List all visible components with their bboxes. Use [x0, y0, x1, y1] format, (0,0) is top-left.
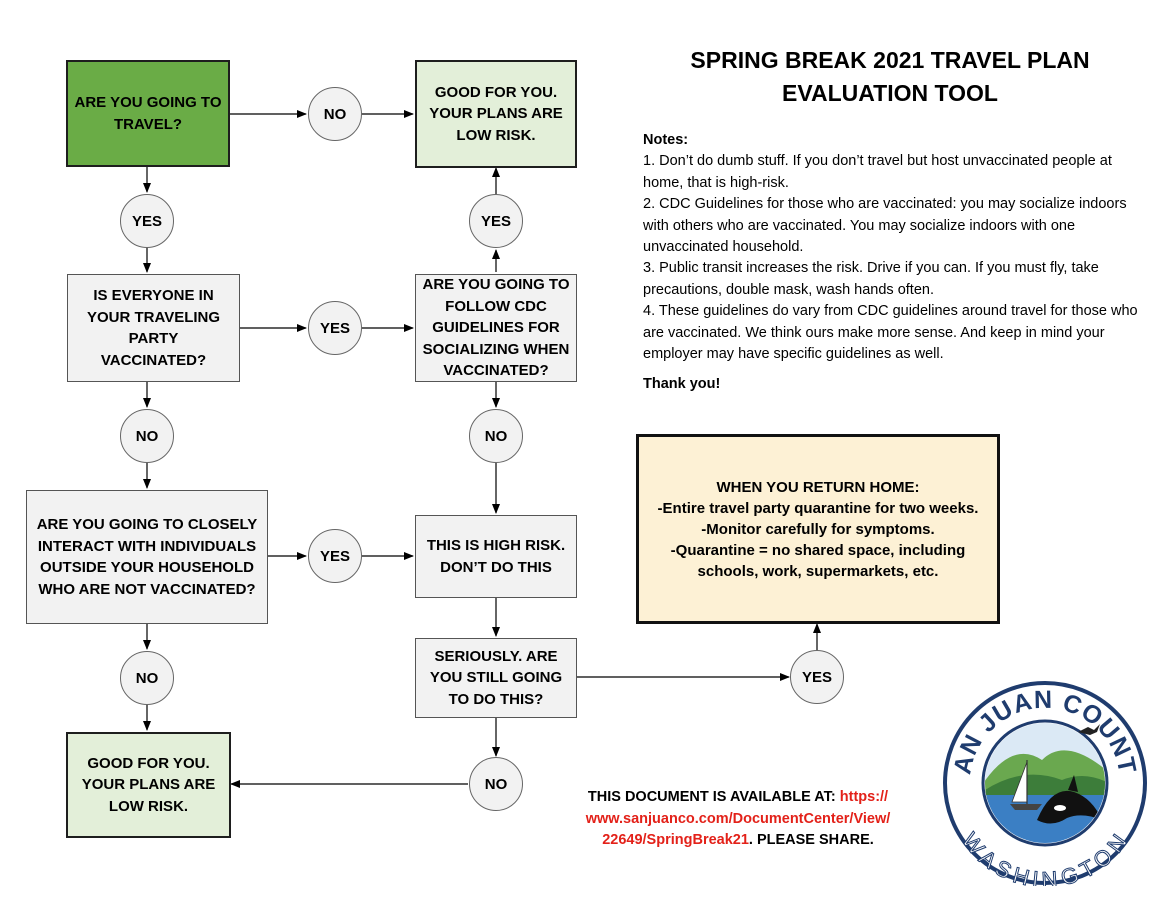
- node-vaccinated-text: IS EVERYONE IN YOUR TRAVELING PARTY VACC…: [86, 287, 221, 369]
- page-title: SPRING BREAK 2021 TRAVEL PLAN EVALUATION…: [690, 47, 1090, 106]
- answer-seriously-no: NO: [469, 757, 523, 811]
- note-item: 4. These guidelines do vary from CDC gui…: [643, 303, 1138, 363]
- county-seal-logo: SAN JUAN COUNTY WASHINGTON: [942, 680, 1147, 886]
- answer-seriously-yes: YES: [790, 650, 844, 704]
- share-text: THIS DOCUMENT IS AVAILABLE AT: https:// …: [548, 787, 928, 852]
- answer-travel-no: NO: [308, 87, 362, 141]
- node-cdc-guidelines-text: ARE YOU GOING TO FOLLOW CDC GUIDELINES F…: [422, 276, 570, 380]
- node-seriously: SERIOUSLY. ARE YOU STILL GOING TO DO THI…: [415, 638, 577, 718]
- node-high-risk: THIS IS HIGH RISK. DON’T DO THIS: [415, 515, 577, 598]
- answer-travel-yes: YES: [120, 194, 174, 248]
- node-low-risk-top: GOOD FOR YOU. YOUR PLANS ARE LOW RISK.: [415, 60, 577, 168]
- notes-heading: Notes:: [643, 132, 689, 148]
- node-travel: ARE YOU GOING TO TRAVEL?: [66, 60, 230, 167]
- note-item: 2. CDC Guidelines for those who are vacc…: [643, 196, 1127, 256]
- node-return-home: WHEN YOU RETURN HOME: -Entire travel par…: [636, 434, 1000, 624]
- answer-cdc-yes: YES: [469, 194, 523, 248]
- answer-vaccinated-yes: YES: [308, 301, 362, 355]
- node-travel-text: ARE YOU GOING TO TRAVEL?: [74, 94, 222, 133]
- node-interact: ARE YOU GOING TO CLOSELY INTERACT WITH I…: [26, 490, 268, 624]
- node-low-risk-bottom-text: GOOD FOR YOU. YOUR PLANS ARE LOW RISK.: [81, 754, 216, 815]
- share-prefix: THIS DOCUMENT IS AVAILABLE AT:: [587, 789, 840, 805]
- answer-cdc-no: NO: [469, 409, 523, 463]
- note-item: 3. Public transit increases the risk. Dr…: [643, 260, 1099, 298]
- node-cdc-guidelines: ARE YOU GOING TO FOLLOW CDC GUIDELINES F…: [415, 274, 577, 382]
- answer-vaccinated-no: NO: [120, 409, 174, 463]
- share-suffix: . PLEASE SHARE.: [748, 832, 874, 848]
- node-interact-text: ARE YOU GOING TO CLOSELY INTERACT WITH I…: [36, 516, 258, 598]
- node-low-risk-top-text: GOOD FOR YOU. YOUR PLANS ARE LOW RISK.: [429, 83, 563, 144]
- node-low-risk-bottom: GOOD FOR YOU. YOUR PLANS ARE LOW RISK.: [66, 732, 231, 838]
- answer-interact-no: NO: [120, 651, 174, 705]
- node-high-risk-text: THIS IS HIGH RISK. DON’T DO THIS: [426, 537, 566, 576]
- share-url-link[interactable]: https:// www.sanjuanco.com/DocumentCente…: [585, 789, 891, 848]
- answer-interact-yes: YES: [308, 529, 362, 583]
- node-seriously-text: SERIOUSLY. ARE YOU STILL GOING TO DO THI…: [429, 647, 563, 708]
- node-return-home-text: WHEN YOU RETURN HOME: -Entire travel par…: [657, 478, 979, 580]
- note-item: 1. Don’t do dumb stuff. If you don’t tra…: [643, 153, 1112, 191]
- notes-block: Notes: 1. Don’t do dumb stuff. If you do…: [643, 130, 1143, 365]
- node-vaccinated: IS EVERYONE IN YOUR TRAVELING PARTY VACC…: [67, 274, 240, 382]
- notes-thanks: Thank you!: [643, 376, 721, 392]
